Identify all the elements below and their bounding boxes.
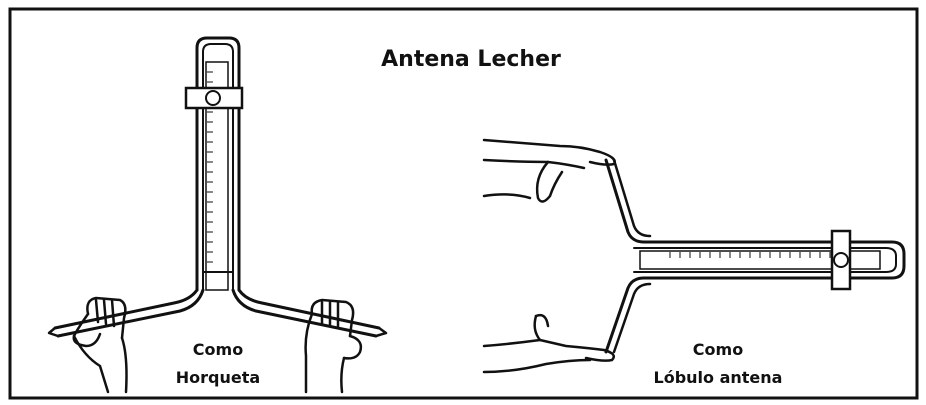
lobe-slider-knob (834, 253, 848, 267)
diagram-title: Antena Lecher (381, 47, 561, 72)
lobe-caption-line1: Como (693, 340, 743, 359)
lobe-caption-line2: Lóbulo antena (654, 368, 783, 387)
fork-caption-line2: Horqueta (176, 368, 260, 387)
fork-antenna (49, 38, 386, 392)
lobe-upper-lead (606, 160, 644, 242)
lobe-antenna (484, 140, 904, 372)
fork-caption-line1: Como (193, 340, 243, 359)
lower-hand-touch (484, 315, 614, 372)
fork-slider-knob (206, 91, 220, 105)
upper-hand-touch (484, 140, 615, 202)
lobe-scale-ticks (670, 252, 830, 258)
left-hand-grip (74, 298, 127, 392)
